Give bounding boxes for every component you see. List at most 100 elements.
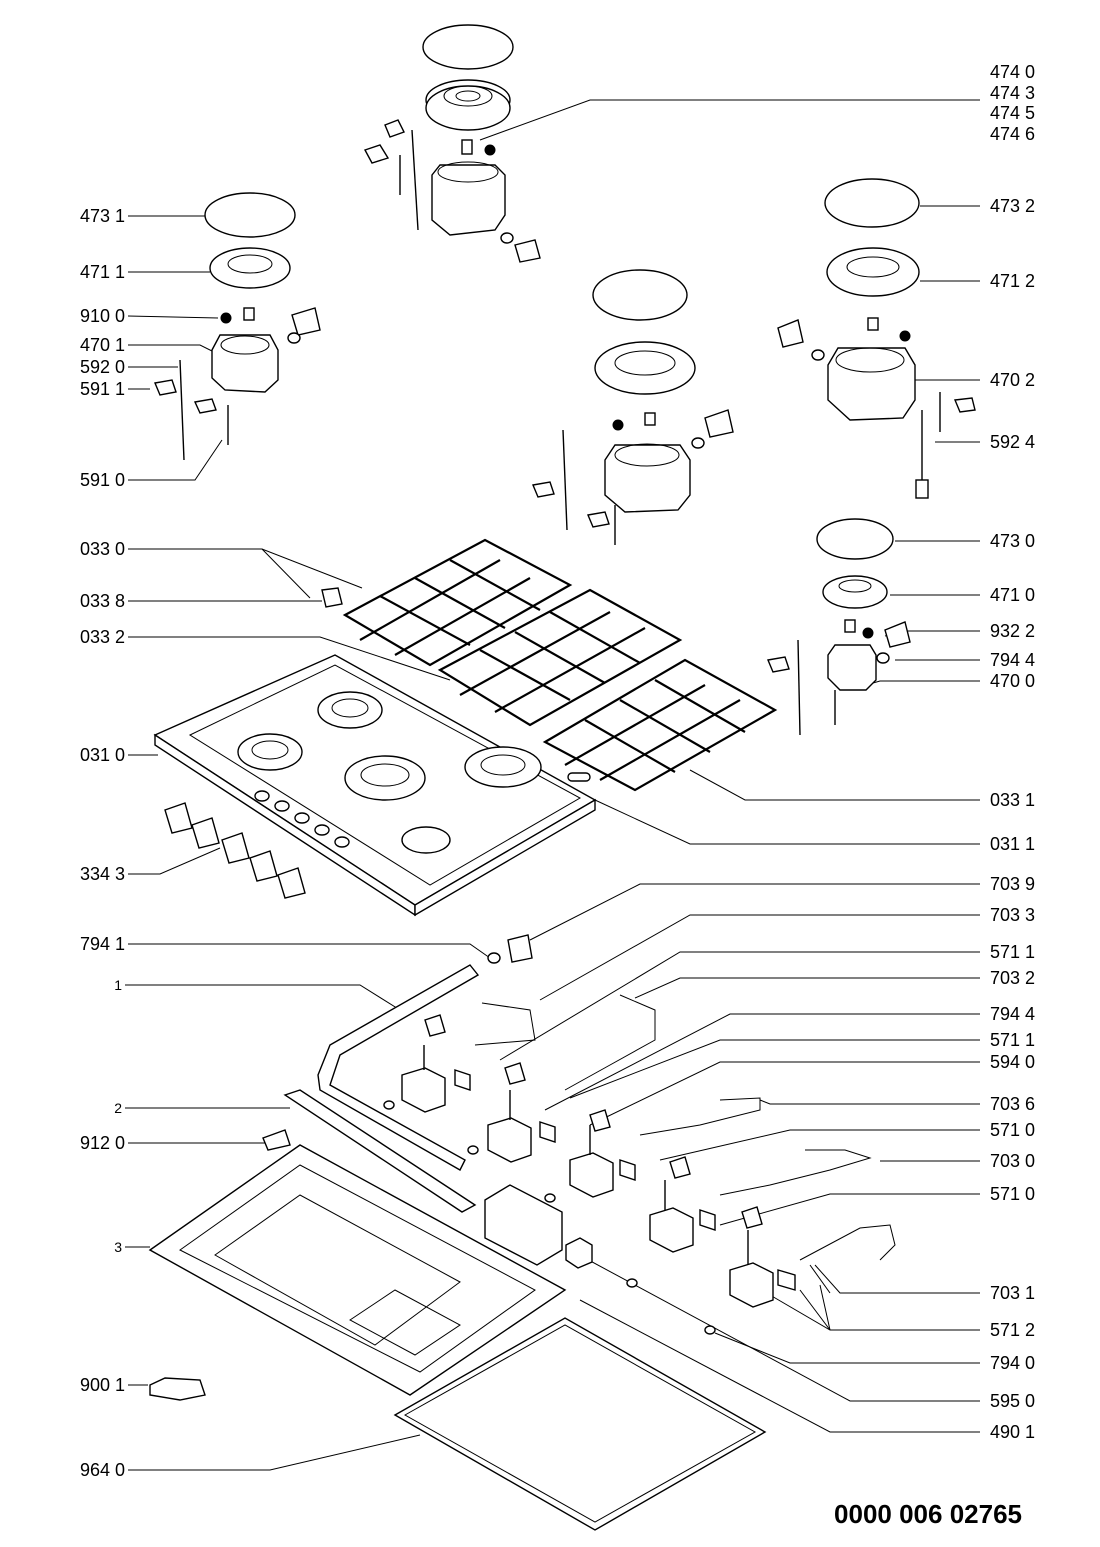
part-label-703-0: 703 0 — [990, 1151, 1035, 1171]
tray-inner — [179, 1164, 536, 1373]
thermocouple-small — [797, 639, 801, 736]
part-label-474-6: 474 6 — [990, 124, 1035, 144]
burner-cup-right-rim — [835, 347, 905, 373]
part-label-571-2: 571 2 — [990, 1320, 1035, 1340]
part-label-964-0: 964 0 — [80, 1460, 125, 1480]
burner-cap-small — [816, 518, 894, 560]
clip-center-a — [532, 481, 555, 498]
knob-hole-3 — [294, 812, 310, 824]
injector-right — [867, 317, 879, 331]
knob-hole-1 — [254, 790, 270, 802]
hob-top-inner — [188, 664, 582, 886]
burner-hole-center-inner — [360, 763, 410, 787]
leader-794-1 — [128, 943, 491, 959]
pan-supports — [321, 538, 778, 792]
pipe-703-6 — [639, 1097, 761, 1136]
hob-top-panel — [153, 654, 597, 917]
leader-591-0 — [128, 439, 223, 481]
leader-703-1 — [814, 1264, 980, 1294]
screw-top — [484, 144, 496, 156]
screw-small — [862, 627, 874, 639]
part-label-794-4b: 794 4 — [990, 1004, 1035, 1024]
burner-ring-left-inner — [227, 254, 273, 274]
part-label-703-9: 703 9 — [990, 874, 1035, 894]
part-label-571-0a: 571 0 — [990, 1120, 1035, 1140]
part-label-473-1: 473 1 — [80, 206, 125, 226]
leader-lines — [125, 99, 980, 1471]
rubber-foot — [321, 587, 343, 608]
burner-ring-top-core — [455, 90, 481, 102]
burner-cup-right — [827, 347, 916, 421]
leader-571-2b — [799, 1289, 831, 1331]
knob-hole-2 — [274, 800, 290, 812]
screw-right — [899, 330, 911, 342]
front-rail — [283, 1089, 477, 1213]
part-label-471-1: 471 1 — [80, 262, 125, 282]
valve-3 — [569, 1125, 636, 1198]
knob-1 — [164, 802, 193, 834]
thermocouple-right-tip — [915, 479, 929, 499]
burner-ring-center — [594, 341, 696, 395]
washer-v4 — [626, 1278, 638, 1288]
leader-964-0 — [128, 1434, 421, 1471]
leader-470-1 — [128, 344, 221, 356]
leader-910-0 — [127, 315, 219, 319]
part-label-473-0: 473 0 — [990, 531, 1035, 551]
part-label-595-0: 595 0 — [990, 1391, 1035, 1411]
thermocouple-left — [179, 359, 185, 461]
leader-794-0 — [714, 1332, 980, 1364]
valve-5 — [729, 1230, 796, 1308]
washer-small — [876, 652, 890, 664]
burner-cup-top — [431, 164, 506, 236]
burner-cup-center — [604, 444, 691, 513]
burner-cup-top-rim — [437, 161, 499, 183]
leader-033-0b — [261, 548, 311, 599]
clip-right-a — [953, 397, 976, 413]
part-label-470-0: 470 0 — [990, 671, 1035, 691]
spring-clip — [149, 1377, 206, 1401]
control-knobs — [164, 802, 306, 899]
part-label-031-0: 031 0 — [80, 745, 125, 765]
leader-1 — [125, 984, 401, 1011]
connector — [565, 1237, 593, 1269]
burner-assembly-top — [363, 24, 541, 263]
burner-hole-right-inner — [480, 754, 526, 776]
seal-gasket-inner — [403, 1324, 757, 1523]
part-label-592-0: 592 0 — [80, 357, 125, 377]
ignition-module — [484, 1184, 563, 1266]
part-label-594-0: 594 0 — [990, 1052, 1035, 1072]
burner-hole-front-left — [237, 733, 303, 771]
injector-center — [644, 412, 656, 426]
badge-slot — [567, 772, 591, 782]
burner-ring-small-inner — [838, 579, 872, 593]
thermocouple-center — [562, 429, 568, 531]
grate-center — [437, 588, 683, 727]
leader-470-0 — [865, 680, 980, 686]
clip-valve-2 — [504, 1062, 526, 1085]
bracket-top — [514, 239, 541, 263]
tray-recess — [214, 1194, 461, 1346]
leader-703-6 — [759, 1099, 980, 1105]
burner-hole-center — [344, 755, 426, 801]
part-label-473-2: 473 2 — [990, 196, 1035, 216]
knob-3 — [221, 832, 250, 864]
leader-703-3 — [539, 914, 980, 1001]
screw-center — [612, 419, 624, 431]
injector-top — [461, 139, 473, 155]
valve-2 — [487, 1090, 556, 1163]
knob-hole-5 — [334, 836, 350, 848]
washer-center — [691, 437, 705, 449]
leader-571-1b — [569, 1039, 980, 1099]
burner-assembly-right — [777, 178, 976, 499]
leader-033-2 — [128, 636, 451, 681]
burner-hole-front-left-inner — [251, 740, 289, 760]
part-label-571-0b: 571 0 — [990, 1184, 1035, 1204]
part-label-474-0: 474 0 — [990, 62, 1035, 82]
burner-ring-top-base — [425, 85, 511, 131]
part-label-item-2: 2 — [114, 1100, 122, 1116]
part-label-334-3: 334 3 — [80, 864, 125, 884]
clip-left-a — [154, 379, 177, 396]
part-label-703-2: 703 2 — [990, 968, 1035, 988]
burner-cap-top — [422, 24, 514, 70]
